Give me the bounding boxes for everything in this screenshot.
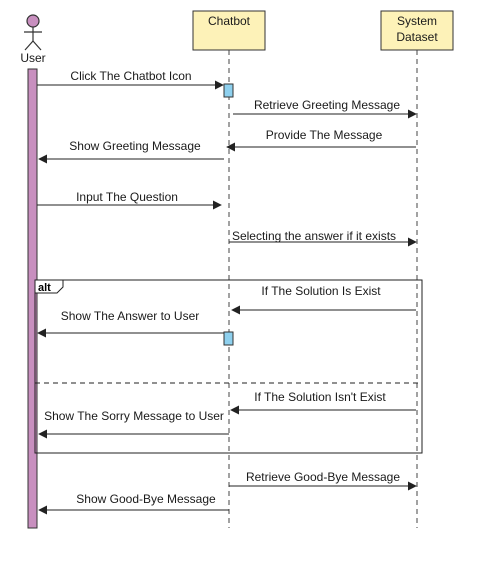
chatbot-participant-label: Chatbot xyxy=(208,14,251,28)
message-show-sorry: Show The Sorry Message to User xyxy=(38,409,229,439)
guard-label: If The Solution Is Exist xyxy=(261,284,381,298)
message-click-chatbot-icon: Click The Chatbot Icon xyxy=(37,69,224,90)
message-label: Show The Sorry Message to User xyxy=(44,409,224,423)
message-show-goodbye: Show Good-Bye Message xyxy=(38,492,229,515)
message-selecting-answer: Selecting the answer if it exists xyxy=(229,229,417,247)
dataset-participant-box xyxy=(380,10,454,51)
chatbot-activation-1 xyxy=(223,83,234,98)
guard-solution-not-exists: If The Solution Isn't Exist xyxy=(230,390,416,415)
message-label: Click The Chatbot Icon xyxy=(70,69,191,83)
message-label: Show Good-Bye Message xyxy=(76,492,216,506)
alt-operator-label: alt xyxy=(38,282,51,294)
message-label: Provide The Message xyxy=(266,128,383,142)
user-actor-icon xyxy=(24,14,42,51)
message-label: Retrieve Greeting Message xyxy=(254,98,400,112)
message-show-greeting: Show Greeting Message xyxy=(38,139,224,164)
message-retrieve-goodbye: Retrieve Good-Bye Message xyxy=(229,470,417,491)
message-show-answer: Show The Answer to User xyxy=(37,309,224,338)
chatbot-participant-box xyxy=(192,10,266,51)
message-label: Show The Answer to User xyxy=(61,309,200,323)
message-label: Show Greeting Message xyxy=(69,139,201,153)
message-provide-message: Provide The Message xyxy=(226,128,416,152)
dataset-participant-label-line2: Dataset xyxy=(396,30,438,44)
user-actor-label: User xyxy=(20,51,45,65)
message-input-question: Input The Question xyxy=(37,190,222,210)
message-label: Selecting the answer if it exists xyxy=(232,229,396,243)
message-retrieve-greeting: Retrieve Greeting Message xyxy=(233,98,417,119)
guard-solution-exists: If The Solution Is Exist xyxy=(231,284,416,315)
guard-label: If The Solution Isn't Exist xyxy=(254,390,386,404)
message-label: Input The Question xyxy=(76,190,178,204)
chatbot-activation-2 xyxy=(223,331,234,346)
user-activation-bar xyxy=(27,68,38,529)
alt-fragment-tab xyxy=(34,279,64,294)
alt-fragment-frame xyxy=(34,279,423,454)
dataset-participant-label-line1: System xyxy=(397,14,437,28)
message-label: Retrieve Good-Bye Message xyxy=(246,470,400,484)
